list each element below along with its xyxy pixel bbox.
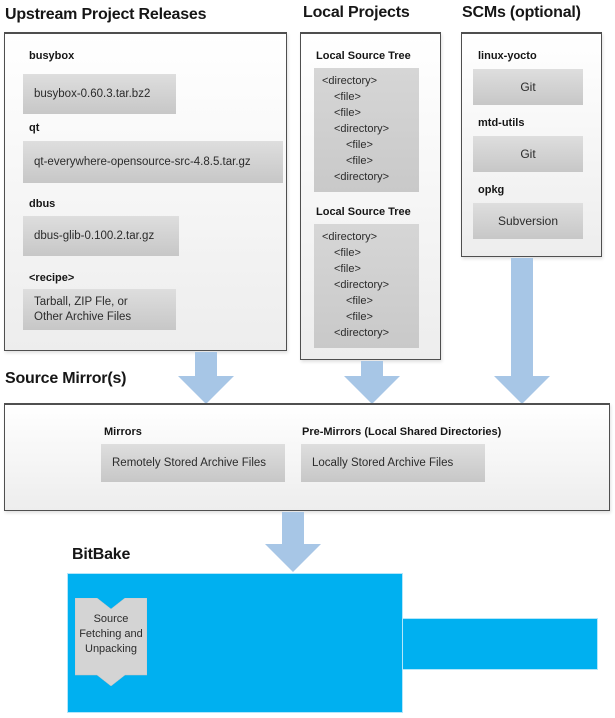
tree-line: <directory> xyxy=(334,327,390,339)
source-fetching-label: Source Fetching and Unpacking xyxy=(79,613,143,655)
upstream-item-label: <recipe> xyxy=(29,272,75,284)
scm-item-value: Git xyxy=(473,69,583,105)
tree-line: <file> xyxy=(334,263,361,275)
upstream-item-label: dbus xyxy=(29,198,56,210)
mirrors-value: Remotely Stored Archive Files xyxy=(101,444,285,482)
scm-item-label: mtd-utils xyxy=(478,117,525,129)
scm-item-value: Git xyxy=(473,136,583,172)
arrow-head xyxy=(265,544,321,572)
arrow-shaft xyxy=(195,352,217,376)
tree-line: <file> xyxy=(334,91,361,103)
tree-line: <file> xyxy=(334,247,361,259)
source-mirrors-heading: Source Mirror(s) xyxy=(5,370,127,387)
scms-heading: SCMs (optional) xyxy=(462,4,581,21)
local-tree-box: <directory> <file> <file> <directory> <f… xyxy=(314,224,419,348)
upstream-item-value: Tarball, ZIP Fle, or Other Archive Files xyxy=(23,289,176,330)
arrow-local-to-mirrors xyxy=(344,361,400,404)
arrow-head xyxy=(494,376,550,404)
tree-line: <directory> xyxy=(334,171,390,183)
local-projects-box: Local Source Tree <directory> <file> <fi… xyxy=(300,32,441,360)
upstream-item-label: qt xyxy=(29,122,40,134)
upstream-item-label: busybox xyxy=(29,50,75,62)
tree-line: <file> xyxy=(346,311,373,323)
scm-item-label: linux-yocto xyxy=(478,50,537,62)
upstream-item-value: qt-everywhere-opensource-src-4.8.5.tar.g… xyxy=(23,141,283,183)
arrow-mirrors-to-bitbake xyxy=(265,512,321,572)
pre-mirrors-label: Pre-Mirrors (Local Shared Directories) xyxy=(302,426,502,438)
local-tree-label: Local Source Tree xyxy=(316,206,411,218)
tree-line: <file> xyxy=(334,107,361,119)
local-projects-heading: Local Projects xyxy=(303,4,410,21)
local-tree-label: Local Source Tree xyxy=(316,50,411,62)
arrow-head xyxy=(344,376,400,404)
tree-line: <directory> xyxy=(334,123,390,135)
scm-item-label: opkg xyxy=(478,184,505,196)
upstream-heading: Upstream Project Releases xyxy=(5,6,207,23)
upstream-item-value: dbus-glib-0.100.2.tar.gz xyxy=(23,216,179,256)
arrow-upstream-to-mirrors xyxy=(178,352,234,404)
arrow-head xyxy=(178,376,234,404)
tree-line: <file> xyxy=(346,139,373,151)
tree-line: <directory> xyxy=(322,231,378,243)
arrow-scms-to-mirrors xyxy=(494,258,550,404)
source-mirrors-box: Mirrors Remotely Stored Archive Files Pr… xyxy=(4,403,610,511)
tree-line: <file> xyxy=(346,295,373,307)
arrow-shaft xyxy=(511,258,533,376)
arrow-shaft xyxy=(282,512,304,544)
mirrors-label: Mirrors xyxy=(104,426,142,438)
upstream-item-value: busybox-0.60.3.tar.bz2 xyxy=(23,74,176,114)
tree-line: <directory> xyxy=(322,75,378,87)
bitbake-pipeline-band xyxy=(402,618,598,670)
tree-line: <file> xyxy=(346,155,373,167)
local-tree-box: <directory> <file> <file> <directory> <f… xyxy=(314,68,419,192)
upstream-box: busybox busybox-0.60.3.tar.bz2 qt qt-eve… xyxy=(4,32,287,351)
scms-box: linux-yocto Git mtd-utils Git opkg Subve… xyxy=(461,32,602,257)
pre-mirrors-value: Locally Stored Archive Files xyxy=(301,444,485,482)
bitbake-heading: BitBake xyxy=(72,546,131,563)
arrow-shaft xyxy=(361,361,383,376)
tree-line: <directory> xyxy=(334,279,390,291)
scm-item-value: Subversion xyxy=(473,203,583,239)
